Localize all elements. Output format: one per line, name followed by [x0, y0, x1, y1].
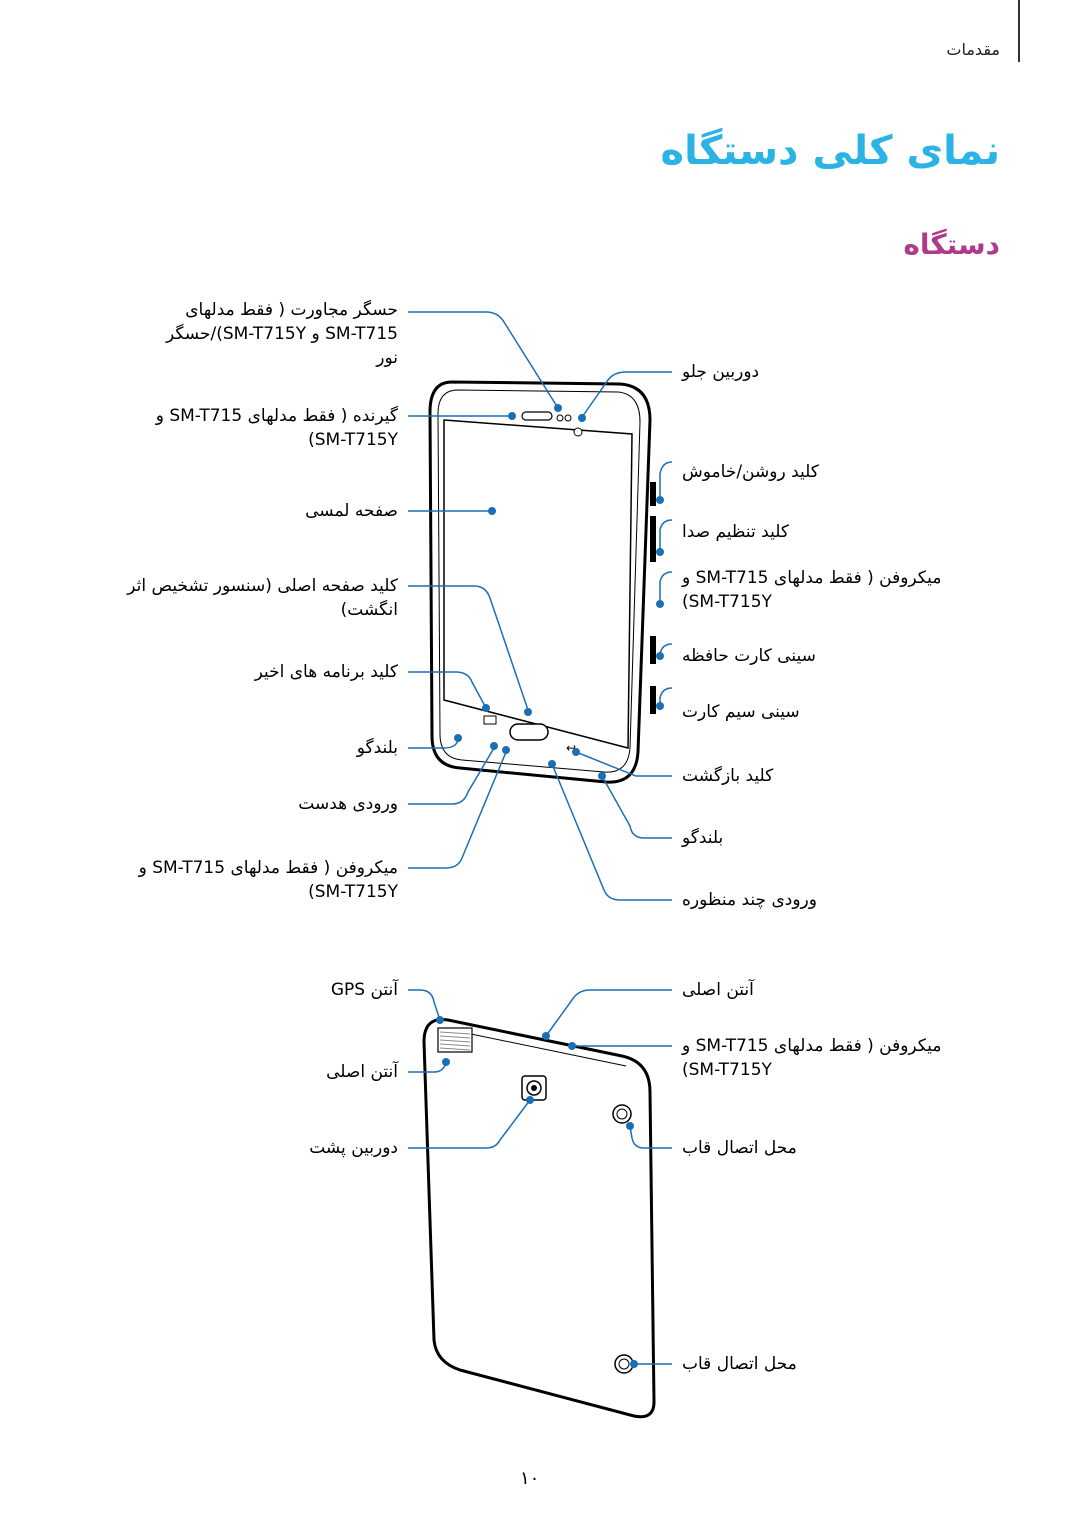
section-title: دستگاه — [903, 228, 1000, 261]
label-line: SM-T715Y) — [682, 592, 772, 612]
label-main-antenna-right: آنتن اصلی — [682, 978, 754, 1002]
front-callout-lines — [408, 311, 673, 901]
label-line: ورودی هدست — [298, 794, 398, 814]
label-mic-side: میکروفن ( فقط مدلهای SM-T715 و SM-T715Y) — [682, 566, 941, 614]
label-line: کلید صفحه اصلی (سنسور تشخیص اثر — [127, 576, 398, 596]
label-main-antenna-left: آنتن اصلی — [326, 1060, 398, 1084]
label-sim-tray: سینی سیم کارت — [682, 700, 800, 724]
label-power-key: کلید روشن/خاموش — [682, 460, 819, 484]
label-line: دوربین جلو — [682, 362, 760, 382]
label-earpiece: گیرنده ( فقط مدلهای SM-T715 و SM-T715Y) — [156, 404, 398, 452]
back-callout-dots — [436, 1016, 638, 1368]
label-mic-top: میکروفن ( فقط مدلهای SM-T715 و SM-T715Y) — [682, 1034, 941, 1082]
label-headset-jack: ورودی هدست — [298, 792, 398, 816]
label-line: کلید روشن/خاموش — [682, 462, 819, 482]
label-line: صفحه لمسی — [305, 501, 398, 521]
label-line: آنتن GPS — [330, 980, 398, 1000]
label-line: بلندگو — [682, 828, 724, 848]
label-gps-antenna: آنتن GPS — [331, 978, 398, 1002]
label-line: SM-T715Y) — [308, 882, 398, 902]
label-back-key: کلید بازگشت — [682, 764, 773, 788]
page-title: نمای کلی دستگاه — [660, 128, 1000, 174]
label-line: نور — [376, 348, 398, 368]
label-line: کلید برنامه های اخیر — [254, 662, 398, 682]
label-proximity-sensor: حسگر مجاورت ( فقط مدلهای SM-T715 و SM-T7… — [166, 298, 398, 370]
label-line: محل اتصال قاب — [682, 1138, 797, 1158]
label-line: دوربین پشت — [309, 1138, 398, 1158]
back-device-illustration — [422, 1017, 656, 1419]
label-line: انگشت) — [340, 600, 398, 620]
label-touchscreen: صفحه لمسی — [305, 499, 398, 523]
label-cover-attach-1: محل اتصال قاب — [682, 1136, 797, 1160]
front-device-illustration: ↩ — [428, 380, 656, 784]
label-line: سینی سیم کارت — [682, 702, 800, 722]
label-line: آنتن اصلی — [326, 1062, 398, 1082]
label-line: محل اتصال قاب — [682, 1354, 797, 1374]
front-callout-dots — [454, 404, 664, 780]
label-mic-bottom: میکروفن ( فقط مدلهای SM-T715 و SM-T715Y) — [139, 856, 398, 904]
label-home-key: کلید صفحه اصلی (سنسور تشخیص اثر انگشت) — [127, 574, 398, 622]
label-line: حسگر مجاورت ( فقط مدلهای — [185, 300, 398, 320]
label-line: میکروفن ( فقط مدلهای SM-T715 و — [682, 1036, 942, 1056]
label-line: میکروفن ( فقط مدلهای SM-T715 و — [138, 858, 398, 878]
section-header: مقدمات — [946, 40, 1000, 59]
header-divider — [1018, 0, 1020, 62]
label-volume-key: کلید تنظیم صدا — [682, 520, 789, 544]
label-line: SM-T715 و SM-T715Y)/حسگر — [166, 324, 398, 344]
label-line: ورودی چند منظوره — [682, 890, 817, 910]
svg-text:↩: ↩ — [566, 741, 576, 755]
page-number: ۱۰ — [520, 1468, 540, 1489]
label-front-camera: دوربین جلو — [682, 360, 759, 384]
label-line: SM-T715Y) — [308, 430, 398, 450]
label-cover-attach-2: محل اتصال قاب — [682, 1352, 797, 1376]
label-line: SM-T715Y) — [682, 1060, 772, 1080]
label-speaker-left: بلندگو — [357, 736, 398, 760]
label-line: میکروفن ( فقط مدلهای SM-T715 و — [682, 568, 942, 588]
label-line: کلید تنظیم صدا — [682, 522, 789, 542]
label-line: کلید بازگشت — [682, 766, 774, 786]
label-speaker-right: بلندگو — [682, 826, 723, 850]
label-memory-card-tray: سینی کارت حافظه — [682, 644, 816, 668]
label-line: سینی کارت حافظه — [682, 646, 816, 666]
label-line: بلندگو — [356, 738, 398, 758]
label-line: گیرنده ( فقط مدلهای SM-T715 و — [155, 406, 398, 426]
label-rear-camera: دوربین پشت — [309, 1136, 398, 1160]
label-multipurpose-jack: ورودی چند منظوره — [682, 888, 817, 912]
label-line: آنتن اصلی — [682, 980, 754, 1000]
label-recent-apps-key: کلید برنامه های اخیر — [255, 660, 398, 684]
